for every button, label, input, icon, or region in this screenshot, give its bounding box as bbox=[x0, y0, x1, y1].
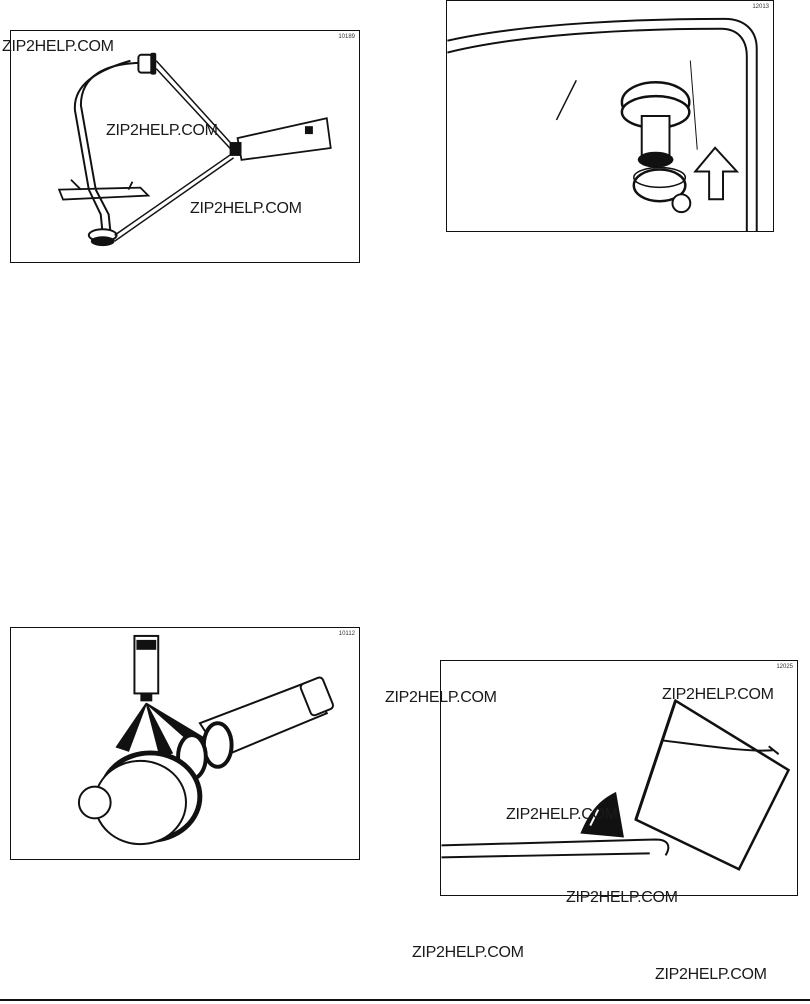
piston-illustration bbox=[77, 634, 334, 846]
top-fitting-icon bbox=[137, 52, 157, 75]
watermark: ZIP2HELP.COM bbox=[662, 686, 774, 703]
watermark: ZIP2HELP.COM bbox=[566, 889, 678, 906]
figure-o-ring-lubrication: 10112 bbox=[10, 627, 360, 860]
watermark: ZIP2HELP.COM bbox=[412, 944, 524, 961]
figure-tube-lubrication: 10189 bbox=[10, 30, 360, 263]
watermark: ZIP2HELP.COM bbox=[106, 122, 218, 139]
watermark: ZIP2HELP.COM bbox=[506, 806, 618, 823]
figure-cover-tray: 12025 bbox=[440, 660, 798, 896]
latch-icon bbox=[580, 791, 624, 838]
tube-illustration bbox=[57, 52, 332, 247]
grease-tube-icon bbox=[229, 117, 332, 161]
figure-id: 10112 bbox=[338, 631, 355, 637]
watermark: ZIP2HELP.COM bbox=[2, 38, 114, 55]
arrow-up-icon bbox=[693, 146, 740, 201]
cover-illustration bbox=[441, 698, 791, 871]
watermark: ZIP2HELP.COM bbox=[190, 200, 302, 217]
cover-icon bbox=[634, 698, 791, 871]
figure-cap-removal: 12013 bbox=[446, 0, 774, 232]
cap-icon bbox=[620, 81, 692, 214]
page-bottom-rule bbox=[0, 999, 810, 1001]
piston-icon bbox=[77, 676, 334, 846]
figure-id: 10189 bbox=[338, 34, 355, 40]
watermark: ZIP2HELP.COM bbox=[385, 689, 497, 706]
figure-id: 12013 bbox=[752, 4, 769, 10]
cap-illustration bbox=[447, 17, 758, 231]
figure-id: 12025 bbox=[776, 664, 793, 670]
grease-tube-icon bbox=[133, 634, 160, 702]
bottom-fitting-icon bbox=[87, 228, 118, 247]
bracket-icon bbox=[57, 179, 151, 201]
watermark: ZIP2HELP.COM bbox=[655, 966, 767, 983]
